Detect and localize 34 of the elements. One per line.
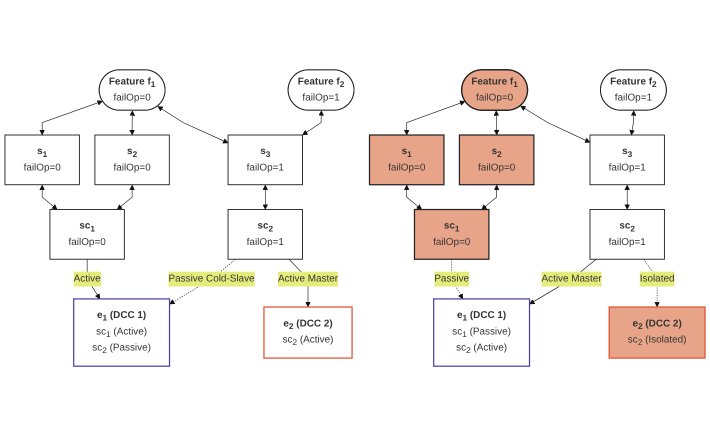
arrow [39, 100, 103, 136]
node-box: s$_{1}$ failOp=0 [368, 134, 445, 186]
arrow [520, 106, 590, 143]
node-box: e$_{2}$ (DCC 2) sc$_{2}$ (Active) [263, 306, 353, 359]
edge-label: Active Master [541, 273, 602, 284]
node-box: sc$_{1}$ failOp=0 [49, 209, 125, 260]
node-box: sc$_{2}$ failOp=1 [590, 209, 665, 260]
arrow [157, 106, 228, 144]
arrow [116, 184, 135, 210]
edge-label: Passive Cold-Slave [168, 273, 255, 284]
arrow [481, 184, 500, 210]
edge-label: Isolated [640, 273, 674, 284]
node-box: sc$_{1}$ failOp=0 [414, 208, 490, 260]
arrow [404, 184, 422, 210]
node-box: s$_{2}$ failOp=0 [458, 134, 534, 186]
node-box: s$_{1}$ failOp=0 [4, 134, 80, 186]
edge-label: Active Master [278, 273, 338, 284]
arrow [39, 184, 58, 210]
node-box: s$_{2}$ failOp=0 [94, 134, 170, 186]
node-box: e$_{1}$ (DCC 1) sc$_{1}$ (Active) sc$_{2}$ (Passive) [73, 298, 170, 367]
edge-label: Active [74, 273, 101, 284]
node-box: s$_{3}$ failOp=1 [228, 134, 303, 186]
arrow [302, 110, 324, 136]
arrow [629, 110, 636, 136]
arrow [262, 184, 268, 210]
edge-label: Passive [434, 273, 470, 284]
node-box: e$_{2}$ (DCC 2) sc$_{2}$ (Isolated) [608, 306, 706, 359]
arrow [624, 184, 630, 210]
arrow [404, 100, 466, 136]
arrow [129, 110, 136, 136]
node-box: sc$_{2}$ failOp=1 [228, 209, 303, 260]
node-box: s$_{3}$ failOp=1 [590, 134, 665, 186]
node-box: e$_{1}$ (DCC 1) sc$_{1}$ (Passive) sc$_{2}$ (Active) [433, 298, 530, 367]
arrow [494, 110, 500, 136]
